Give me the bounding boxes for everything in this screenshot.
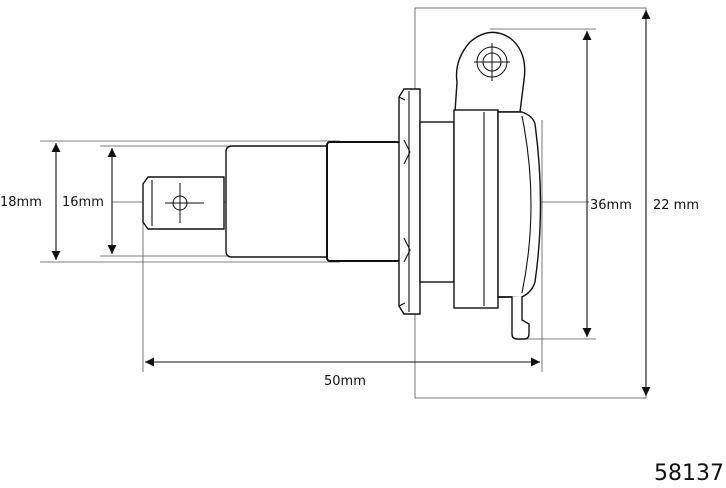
dimension-lines [51, 10, 651, 396]
neck [419, 121, 455, 283]
dim-50-label: 50mm [324, 374, 366, 389]
terminal-crosshair [165, 183, 204, 223]
cap-dome [497, 111, 542, 298]
plug-drawing [142, 31, 542, 340]
mid-body [326, 141, 401, 262]
cap-lip [498, 296, 530, 340]
dim-36-label: 36mm [590, 198, 632, 213]
part-number: 58137 [654, 461, 724, 486]
dim-22-label: 22 mm [653, 198, 699, 213]
dim-18-label: 18mm [0, 195, 42, 210]
tab-crosshair [474, 43, 510, 81]
flange [453, 109, 499, 309]
rear-body [225, 145, 328, 258]
lid-tab [454, 31, 526, 113]
dim-16-label: 16mm [62, 195, 104, 210]
